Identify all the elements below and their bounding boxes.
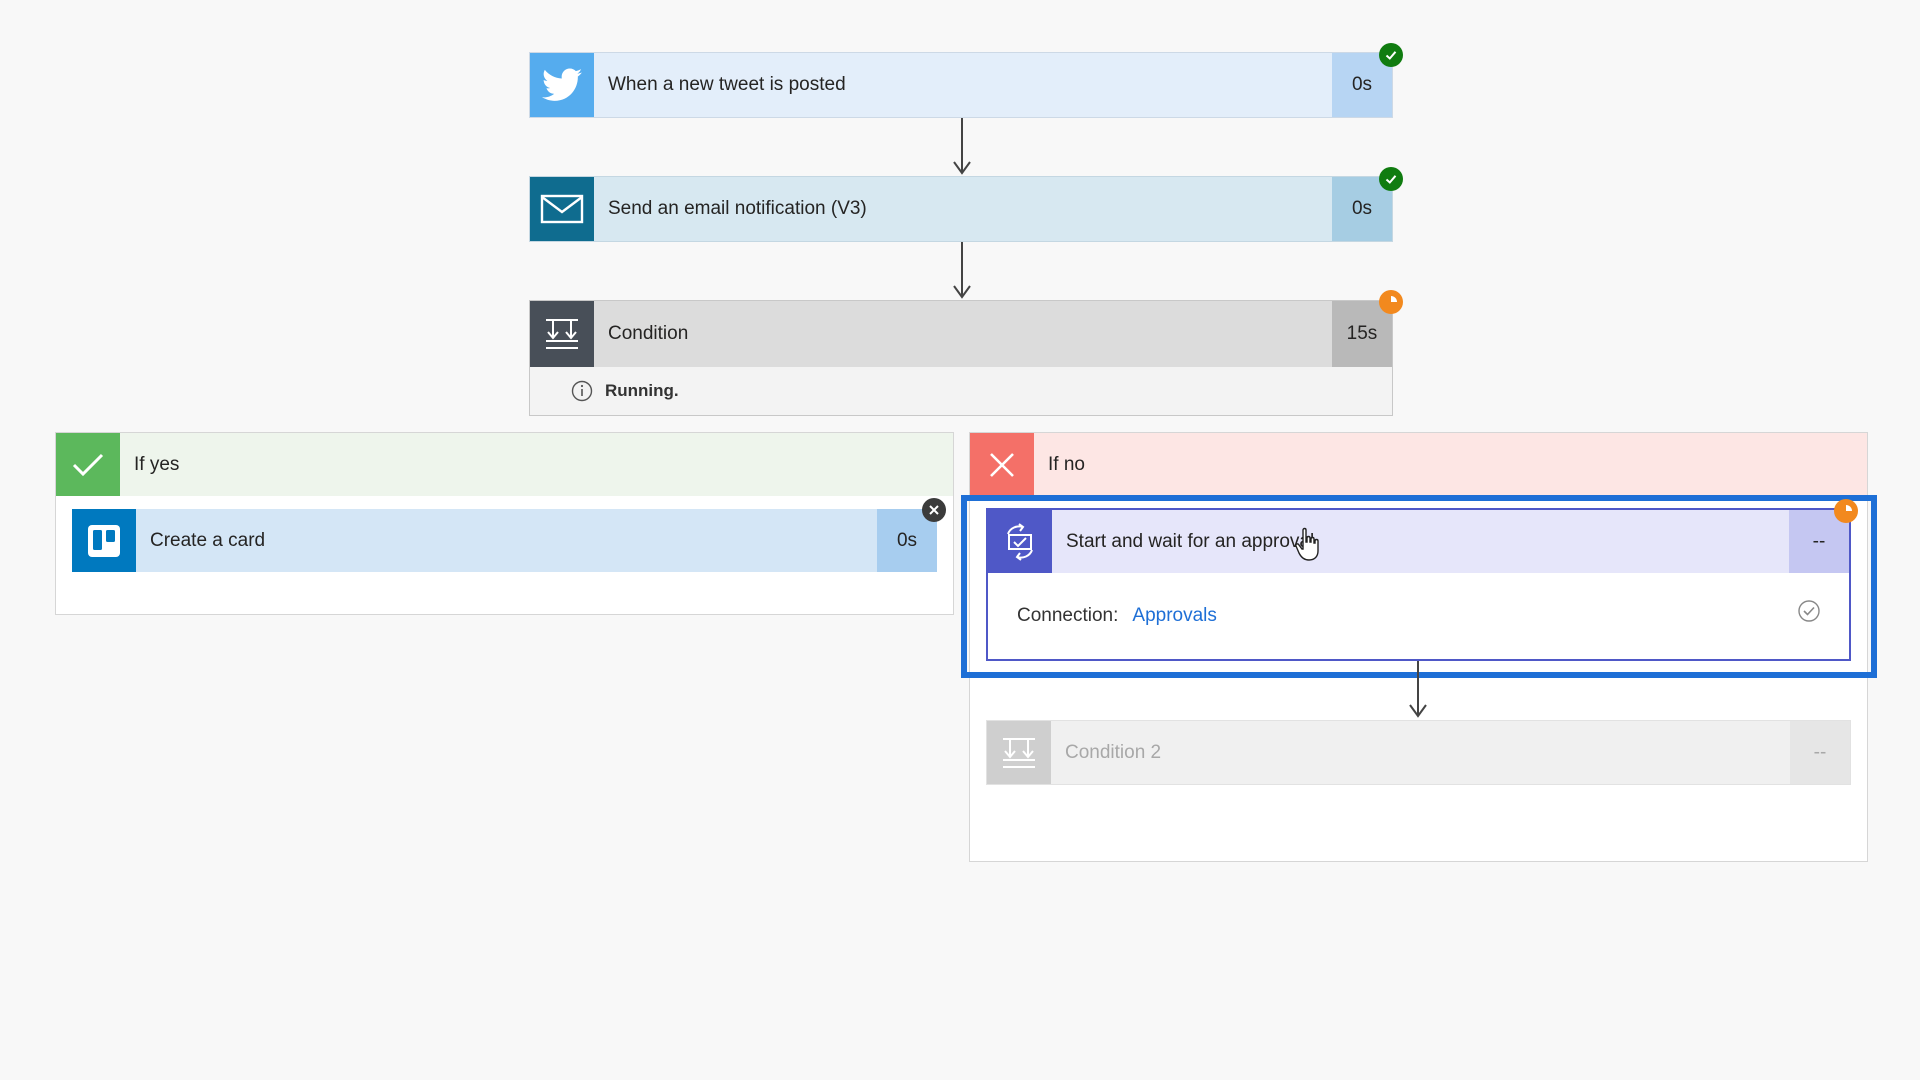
step-condition[interactable]: Condition 15s Running.	[529, 300, 1393, 416]
status-text: Running.	[605, 381, 679, 400]
running-clock-icon	[1379, 290, 1403, 314]
branch-label: If no	[1048, 453, 1085, 475]
branch-if-yes: If yes Create a card 0s	[55, 432, 954, 615]
step-title: Start and wait for an approval	[1066, 530, 1315, 552]
condition-icon-tile	[987, 721, 1051, 784]
check-icon-tile	[56, 433, 120, 496]
running-clock-icon	[1834, 499, 1858, 523]
step-create-card[interactable]: Create a card 0s	[72, 509, 937, 572]
connection-label: Connection:	[1017, 605, 1119, 626]
success-check-icon	[1379, 167, 1403, 191]
info-icon	[571, 380, 593, 402]
connection-link[interactable]: Approvals	[1132, 605, 1217, 626]
condition-icon-tile	[530, 301, 594, 367]
branch-header-no[interactable]: If no	[970, 433, 1867, 496]
step-start-approval[interactable]: Start and wait for an approval -- Connec…	[986, 508, 1851, 661]
step-send-email[interactable]: Send an email notification (V3) 0s	[529, 176, 1393, 242]
trello-icon-tile	[72, 509, 136, 572]
step-title: When a new tweet is posted	[608, 74, 846, 95]
step-duration: 15s	[1332, 301, 1392, 367]
success-check-icon	[1379, 43, 1403, 67]
branch-header-yes[interactable]: If yes	[56, 433, 953, 496]
connector-arrow	[952, 118, 972, 176]
trello-icon	[88, 524, 120, 557]
close-icon	[990, 452, 1014, 477]
twitter-icon	[542, 68, 582, 101]
step-title: Create a card	[150, 529, 266, 551]
twitter-icon-tile	[530, 53, 594, 117]
check-icon	[72, 453, 104, 476]
mail-icon	[540, 194, 584, 224]
cancelled-x-icon	[922, 498, 946, 522]
approval-icon	[1007, 522, 1033, 561]
mouse-cursor-icon	[1294, 527, 1324, 563]
connector-arrow	[952, 242, 972, 300]
condition-icon	[546, 319, 578, 349]
connection-check-icon	[1798, 600, 1820, 622]
step-title: Condition	[608, 323, 689, 344]
mail-icon-tile	[530, 177, 594, 241]
step-title: Condition 2	[1065, 741, 1162, 763]
approval-icon-tile	[988, 510, 1052, 573]
close-icon-tile	[970, 433, 1034, 496]
step-condition-2[interactable]: Condition 2 --	[986, 720, 1851, 785]
step-title: Send an email notification (V3)	[608, 198, 867, 219]
step-when-new-tweet[interactable]: When a new tweet is posted 0s	[529, 52, 1393, 118]
branch-label: If yes	[134, 453, 180, 475]
step-duration: --	[1790, 721, 1850, 784]
connector-arrow	[1408, 661, 1428, 719]
condition-icon	[1003, 737, 1035, 768]
